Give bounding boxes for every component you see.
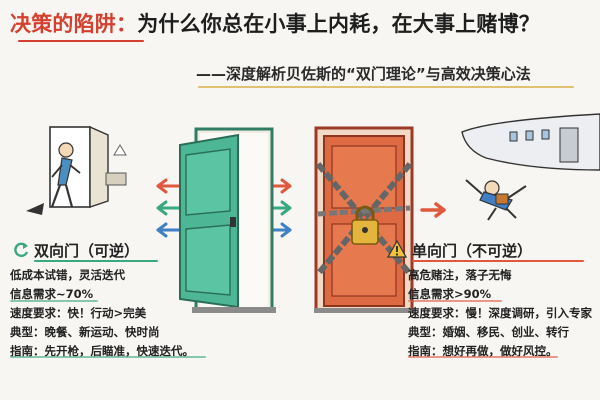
right-line: 高危赌注，落子无悔 bbox=[408, 268, 512, 282]
title-underline bbox=[18, 40, 144, 42]
left-line: 速度要求：快！行动>完美 bbox=[10, 306, 147, 320]
airplane-skydiver-illustration bbox=[461, 113, 600, 221]
right-line: 典型：婚姻、移民、创业、转行 bbox=[408, 325, 569, 339]
title-main: 为什么你总在小事上内耗，在大事上赌博？ bbox=[137, 12, 541, 36]
right-line: 指南：想好再做，做好风控。 bbox=[408, 344, 558, 358]
refresh-icon bbox=[14, 242, 29, 258]
forward-arrow bbox=[420, 202, 446, 218]
right-hl bbox=[408, 356, 558, 358]
left-heading-underline bbox=[34, 260, 158, 262]
page-subtitle: ——深度解析贝佐斯的“双门理论”与高效决策心法 bbox=[196, 65, 531, 83]
left-line: 低成本试错，灵活迭代 bbox=[10, 268, 125, 282]
left-hl bbox=[10, 300, 98, 302]
left-hl bbox=[10, 356, 206, 358]
person-walking-illustration bbox=[26, 125, 127, 215]
right-list: 高危赌注，落子无悔 信息需求>90% 速度要求：慢！深度调研，引入专家 典型：婚… bbox=[408, 266, 600, 361]
title-highlight: 决策的陷阱： bbox=[10, 12, 138, 36]
left-list: 低成本试错，灵活迭代 信息需求~70% 速度要求：快！行动>完美 典型：晚餐、新… bbox=[10, 266, 310, 361]
green-door-illustration bbox=[179, 127, 276, 313]
right-heading: 单向门（不可逆） bbox=[412, 242, 533, 260]
right-heading-underline bbox=[412, 260, 584, 262]
right-line: 速度要求：慢！深度调研，引入专家 bbox=[408, 306, 592, 320]
left-line: 指南：先开枪，后瞄准，快速迭代。 bbox=[10, 344, 194, 358]
warning-icon bbox=[387, 240, 407, 258]
right-line: 信息需求>90% bbox=[408, 287, 492, 301]
left-line: 典型：晚餐、新运动、快时尚 bbox=[10, 325, 160, 339]
locked-door-illustration bbox=[314, 126, 414, 313]
page-title: 决策的陷阱：为什么你总在小事上内耗，在大事上赌博？ bbox=[10, 8, 600, 38]
subtitle-underline bbox=[198, 86, 574, 88]
left-heading: 双向门（可逆） bbox=[34, 242, 140, 260]
right-hl bbox=[408, 300, 502, 302]
left-line: 信息需求~70% bbox=[10, 287, 94, 301]
